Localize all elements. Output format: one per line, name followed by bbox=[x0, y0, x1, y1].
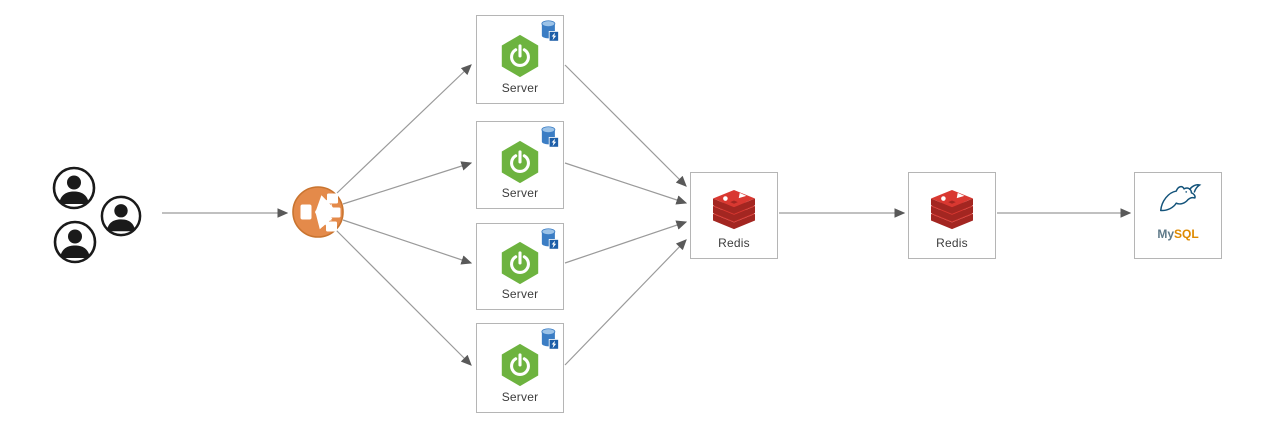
node-redis-1[interactable]: Redis bbox=[690, 172, 778, 259]
mysql-icon bbox=[1150, 182, 1206, 220]
node-label: Server bbox=[501, 186, 539, 200]
spring-boot-icon bbox=[497, 240, 543, 286]
redis-icon bbox=[711, 189, 757, 231]
node-server-3[interactable]: Server bbox=[476, 223, 564, 310]
mysql-logo-my: My bbox=[1157, 227, 1174, 241]
spring-boot-icon bbox=[497, 139, 543, 185]
node-server-4[interactable]: Server bbox=[476, 323, 564, 413]
cache-icon bbox=[541, 228, 559, 250]
cache-icon bbox=[541, 20, 559, 42]
cache-icon bbox=[541, 126, 559, 148]
cache-icon bbox=[541, 328, 559, 350]
node-label: Redis bbox=[936, 236, 968, 250]
spring-boot-icon bbox=[497, 33, 543, 79]
user-icon bbox=[100, 195, 142, 237]
node-label: Server bbox=[501, 81, 539, 95]
node-redis-2[interactable]: Redis bbox=[908, 172, 996, 259]
mysql-logo-text: MySQL bbox=[1135, 228, 1221, 240]
spring-boot-icon bbox=[497, 342, 543, 388]
mysql-logo-sql: SQL bbox=[1174, 227, 1199, 241]
user-icon bbox=[53, 220, 97, 264]
node-mysql[interactable]: MySQL bbox=[1134, 172, 1222, 259]
node-label: Server bbox=[501, 390, 539, 404]
load-balancer-icon bbox=[292, 186, 344, 238]
node-server-2[interactable]: Server bbox=[476, 121, 564, 209]
node-users[interactable] bbox=[52, 166, 164, 264]
node-server-1[interactable]: Server bbox=[476, 15, 564, 104]
node-load-balancer[interactable] bbox=[292, 186, 344, 238]
user-icon bbox=[52, 166, 96, 210]
redis-icon bbox=[929, 189, 975, 231]
node-label: Server bbox=[501, 287, 539, 301]
node-label: Redis bbox=[718, 236, 750, 250]
